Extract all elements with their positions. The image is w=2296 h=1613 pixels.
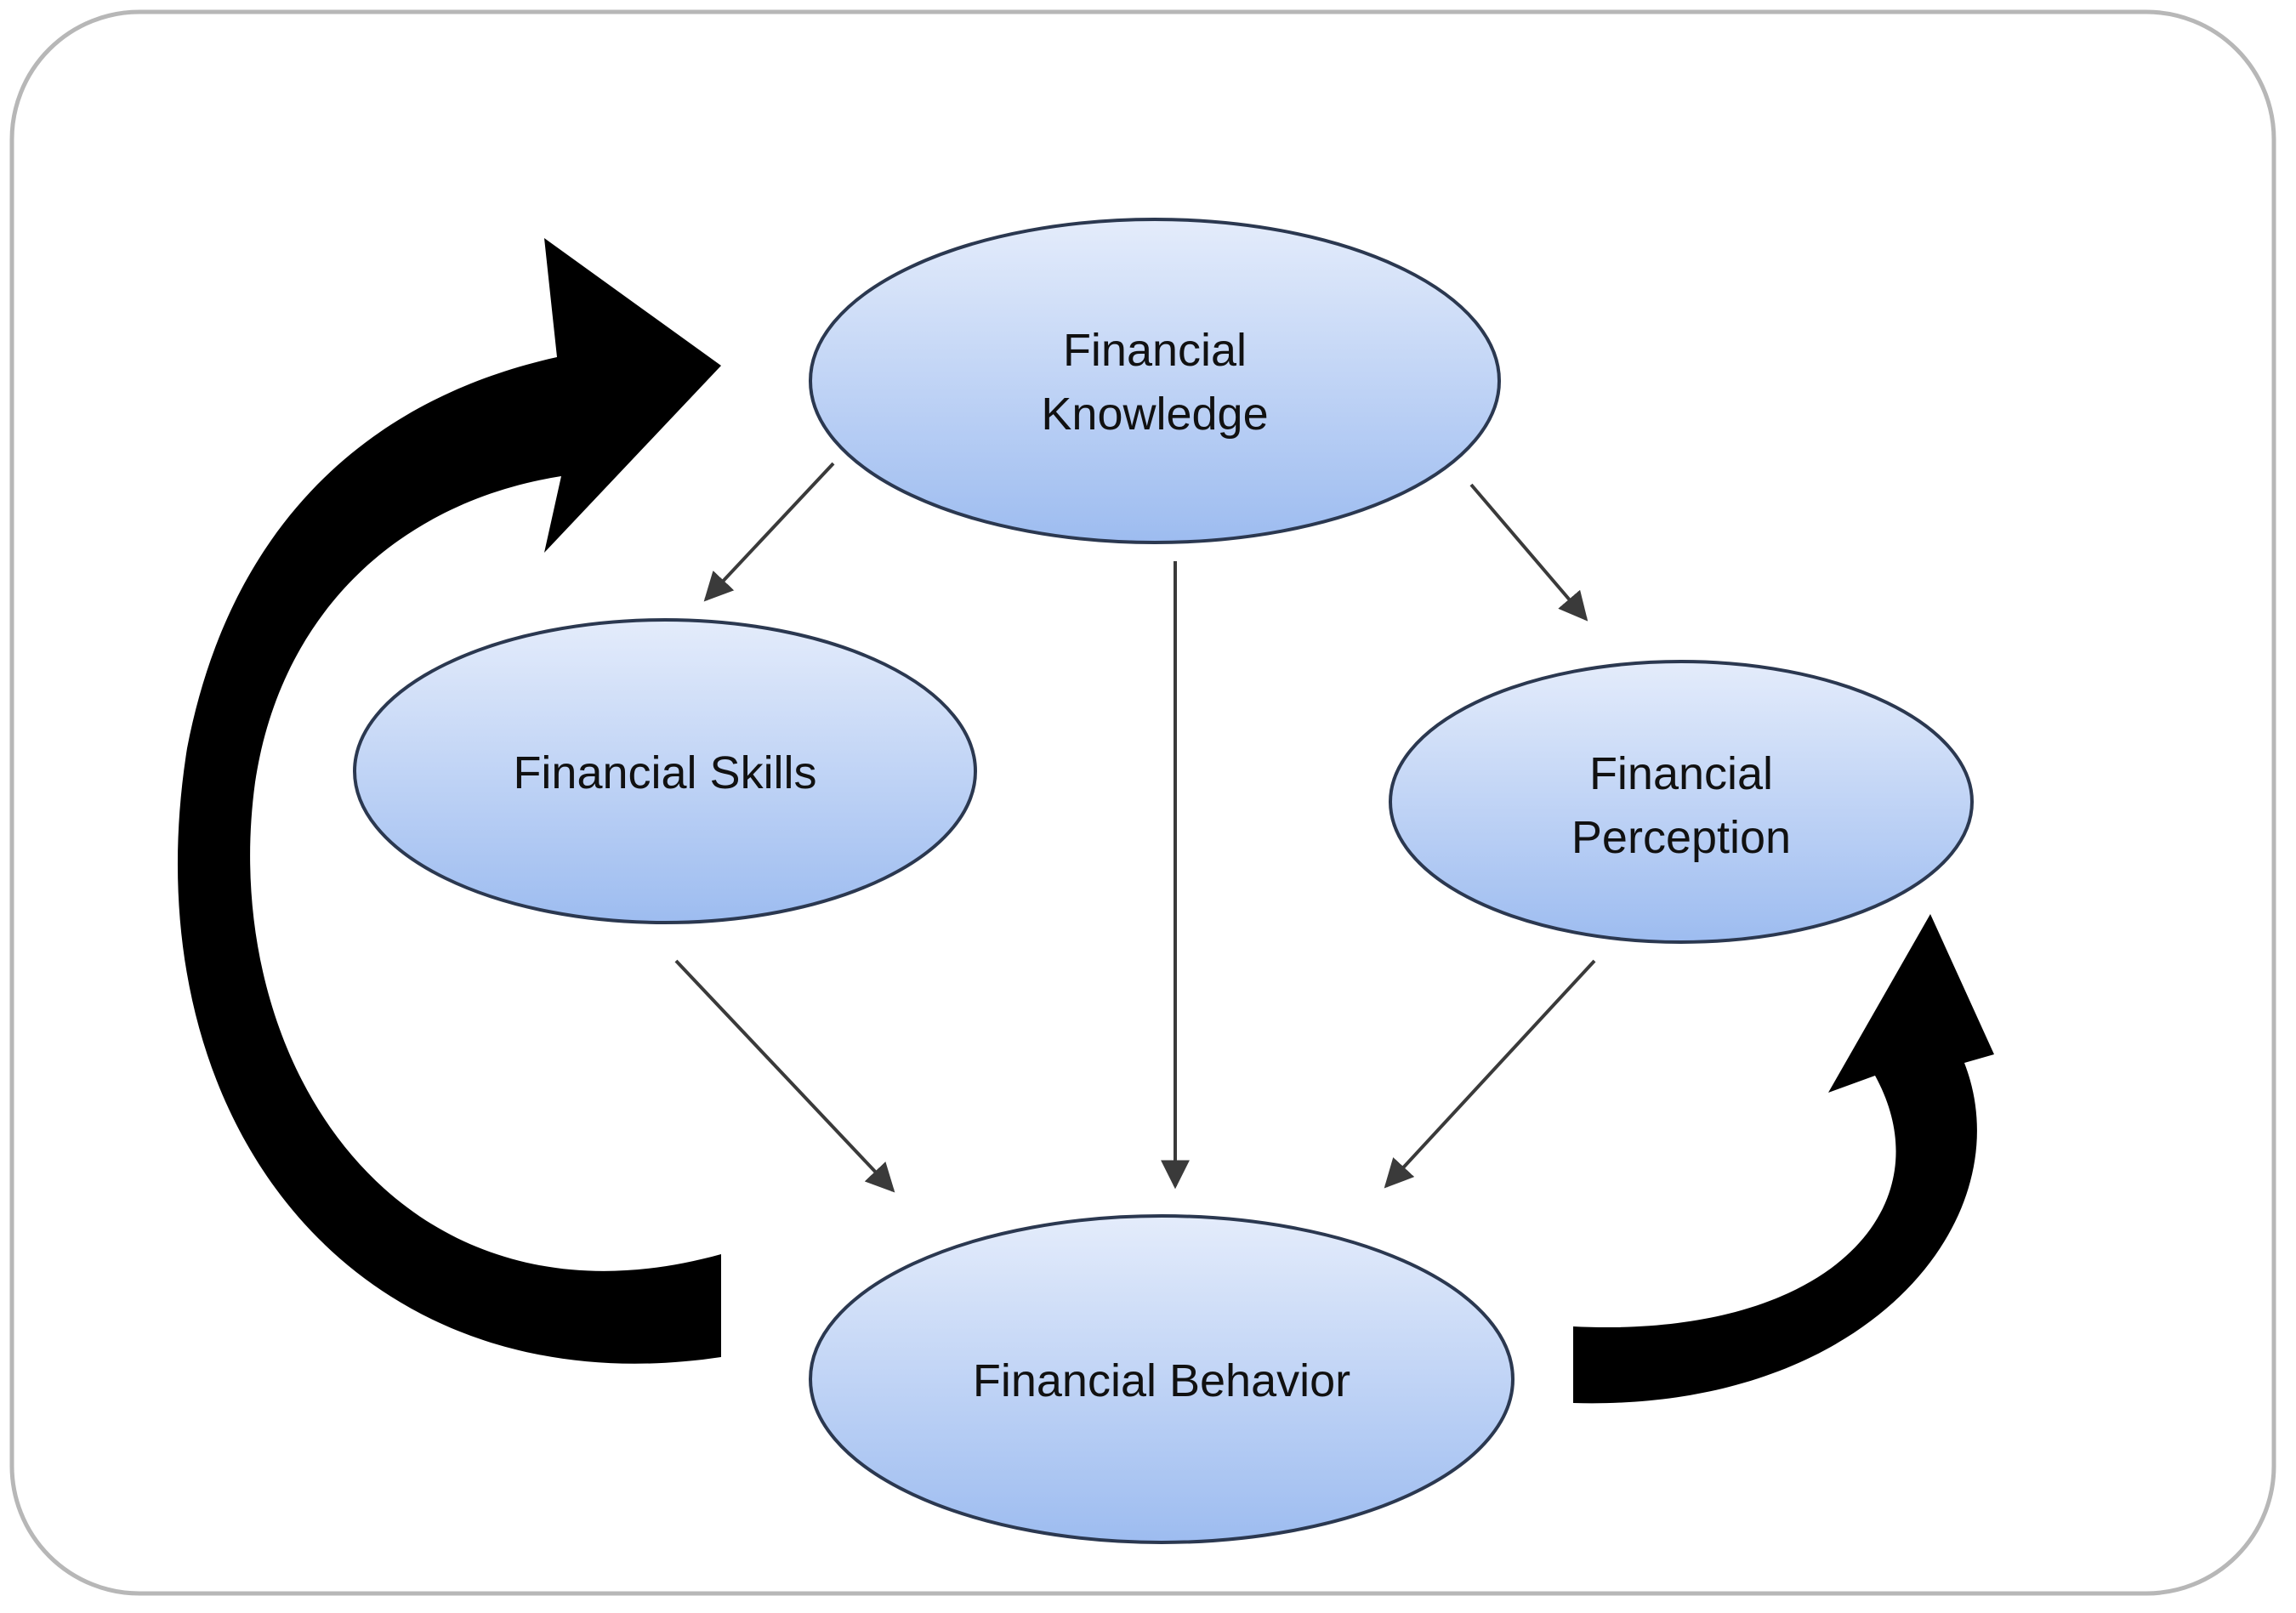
arrow-knowledge-to-skills: [703, 462, 835, 602]
feedback-arrow-behavior-to-knowledge: [177, 238, 721, 1364]
arrow-knowledge-to-perception: [1469, 483, 1588, 622]
node-knowledge-label-line2: Knowledge: [1041, 389, 1268, 440]
node-knowledge-shape: [809, 218, 1501, 544]
feedback-arrow-behavior-to-perception: [1573, 914, 1994, 1404]
node-financial-perception: Financial Perception: [1389, 660, 1974, 944]
node-behavior-shape: [809, 1214, 1515, 1544]
node-perception-label-line2: Perception: [1571, 812, 1791, 863]
arrow-skills-to-behavior: [674, 959, 895, 1193]
node-financial-behavior: Financial Behavior: [809, 1214, 1515, 1544]
node-financial-skills: Financial Skills: [353, 618, 977, 924]
node-perception-label-line1: Financial: [1589, 748, 1773, 799]
node-financial-knowledge: Financial Knowledge: [809, 218, 1501, 544]
arrow-perception-to-behavior: [1384, 959, 1596, 1189]
node-knowledge-label-line1: Financial: [1063, 325, 1247, 376]
node-behavior-label: Financial Behavior: [973, 1355, 1350, 1406]
node-skills-shape: [353, 618, 977, 924]
node-skills-label: Financial Skills: [513, 747, 816, 798]
node-perception-shape: [1389, 660, 1974, 944]
